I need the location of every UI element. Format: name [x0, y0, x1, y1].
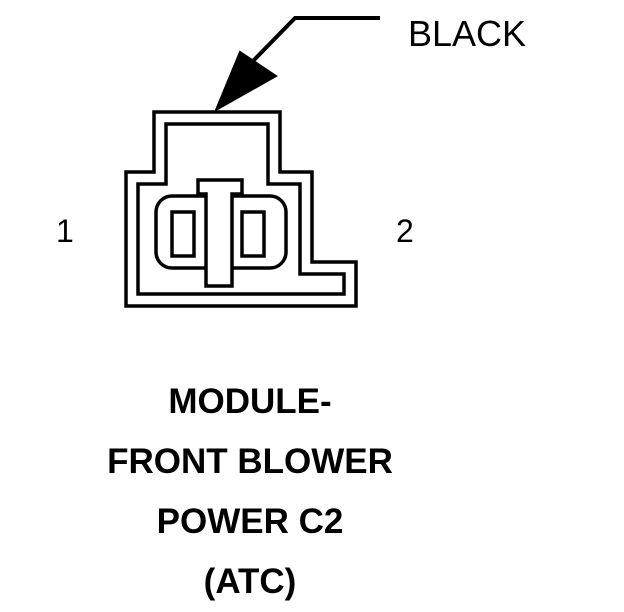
pin-2-terminal [240, 210, 266, 258]
connector-color-label: BLACK [408, 13, 527, 54]
callout-arrowhead [213, 50, 278, 113]
connector-housing-outer [124, 110, 358, 308]
callout-leader-line [250, 16, 380, 64]
pin-1-label: 1 [56, 213, 74, 249]
title-line-2: FRONT BLOWER [107, 442, 393, 481]
title-line-1: MODULE- [168, 382, 332, 421]
center-latch [196, 178, 244, 288]
title-line-3: POWER C2 [156, 502, 344, 541]
pin-2-label: 2 [396, 213, 414, 249]
connector-title: MODULE- FRONT BLOWER POWER C2 (ATC) [40, 372, 460, 612]
title-line-4: (ATC) [203, 562, 297, 601]
pin-1-terminal [170, 210, 196, 258]
connector-housing-inner [136, 122, 346, 296]
